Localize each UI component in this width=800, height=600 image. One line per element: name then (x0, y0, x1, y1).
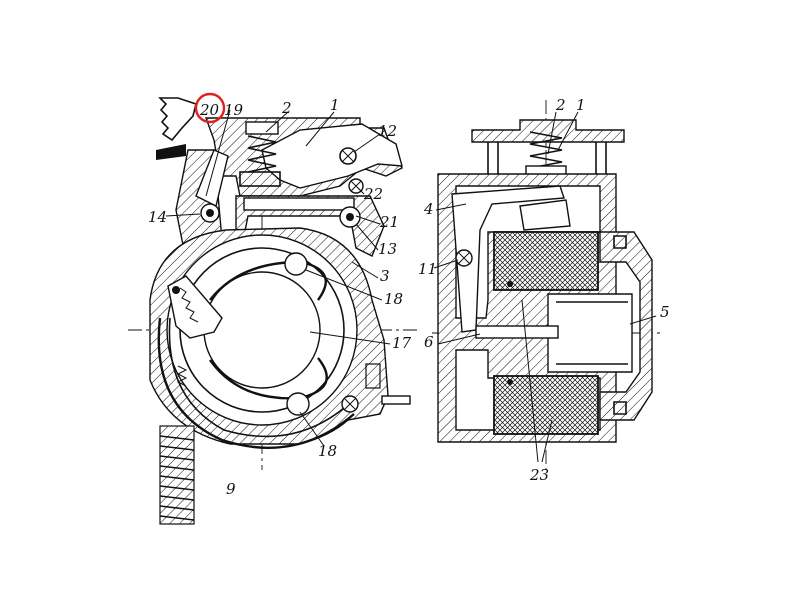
label-5: 5 (660, 303, 670, 321)
pivot-12 (339, 147, 357, 165)
coil-23-top (493, 231, 599, 291)
pivot-14-core (206, 209, 214, 217)
armature-head (519, 199, 571, 231)
label-6: 6 (424, 333, 434, 351)
coil-23-bottom (493, 375, 599, 435)
pivot-11-cross (457, 251, 471, 265)
left-view (128, 97, 420, 525)
plunger-inner (556, 301, 628, 365)
spring-2-left (239, 121, 281, 187)
right-view (432, 100, 660, 470)
label-1-right: 1 (576, 96, 586, 114)
ratchet-spring (179, 287, 199, 323)
top-cap (471, 119, 625, 143)
pivot-21-core (346, 213, 354, 221)
coil-dot-1 (507, 281, 513, 287)
label-2-left: 2 (281, 99, 292, 117)
label-4: 4 (423, 200, 434, 218)
leaders-left (165, 109, 391, 447)
label-1-left: 1 (330, 96, 340, 114)
roller-18-top (284, 252, 308, 276)
serrated-pawl (158, 97, 197, 142)
slider-bar (243, 197, 355, 211)
label-19: 19 (224, 101, 244, 119)
bolt-cross (344, 398, 356, 410)
label-12: 12 (378, 122, 397, 140)
flange-bolts (613, 235, 627, 415)
outer-arc-spring (157, 317, 355, 449)
label-11: 11 (418, 260, 437, 278)
pivot-12-cross (341, 149, 355, 163)
label-21: 21 (379, 213, 399, 231)
highlight-circle (194, 92, 226, 124)
label-13: 13 (378, 240, 397, 258)
right-flange (599, 231, 653, 421)
label-14: 14 (148, 208, 167, 226)
small-coil (176, 365, 188, 387)
leaders-right (433, 111, 657, 463)
coil-dot-2 (507, 379, 513, 385)
label-22: 22 (363, 185, 383, 203)
coil-spring-9 (159, 425, 195, 525)
shaft-stub (381, 395, 411, 405)
latch-pawl-19 (195, 149, 229, 208)
label-20: 20 (199, 101, 220, 119)
label-9: 9 (226, 480, 236, 498)
label-17: 17 (392, 334, 412, 352)
ratchet-arm (167, 275, 223, 339)
part-labels: 20 19 2 1 12 22 14 21 13 3 18 17 18 9 2 … (148, 96, 670, 498)
lever-1 (261, 123, 403, 189)
label-18-bottom: 18 (318, 442, 337, 460)
label-18-top: 18 (384, 290, 403, 308)
right-lug (365, 363, 381, 389)
pawl-tip-block (156, 144, 186, 160)
lever-4 (451, 185, 565, 333)
roller-18-bottom (286, 392, 310, 416)
ratchet-pin (172, 286, 180, 294)
label-3: 3 (380, 267, 390, 285)
label-23: 23 (529, 466, 549, 484)
cap-posts (487, 142, 607, 174)
label-2-right: 2 (555, 96, 566, 114)
shaft-6 (475, 325, 559, 339)
plunger-5 (547, 293, 633, 373)
